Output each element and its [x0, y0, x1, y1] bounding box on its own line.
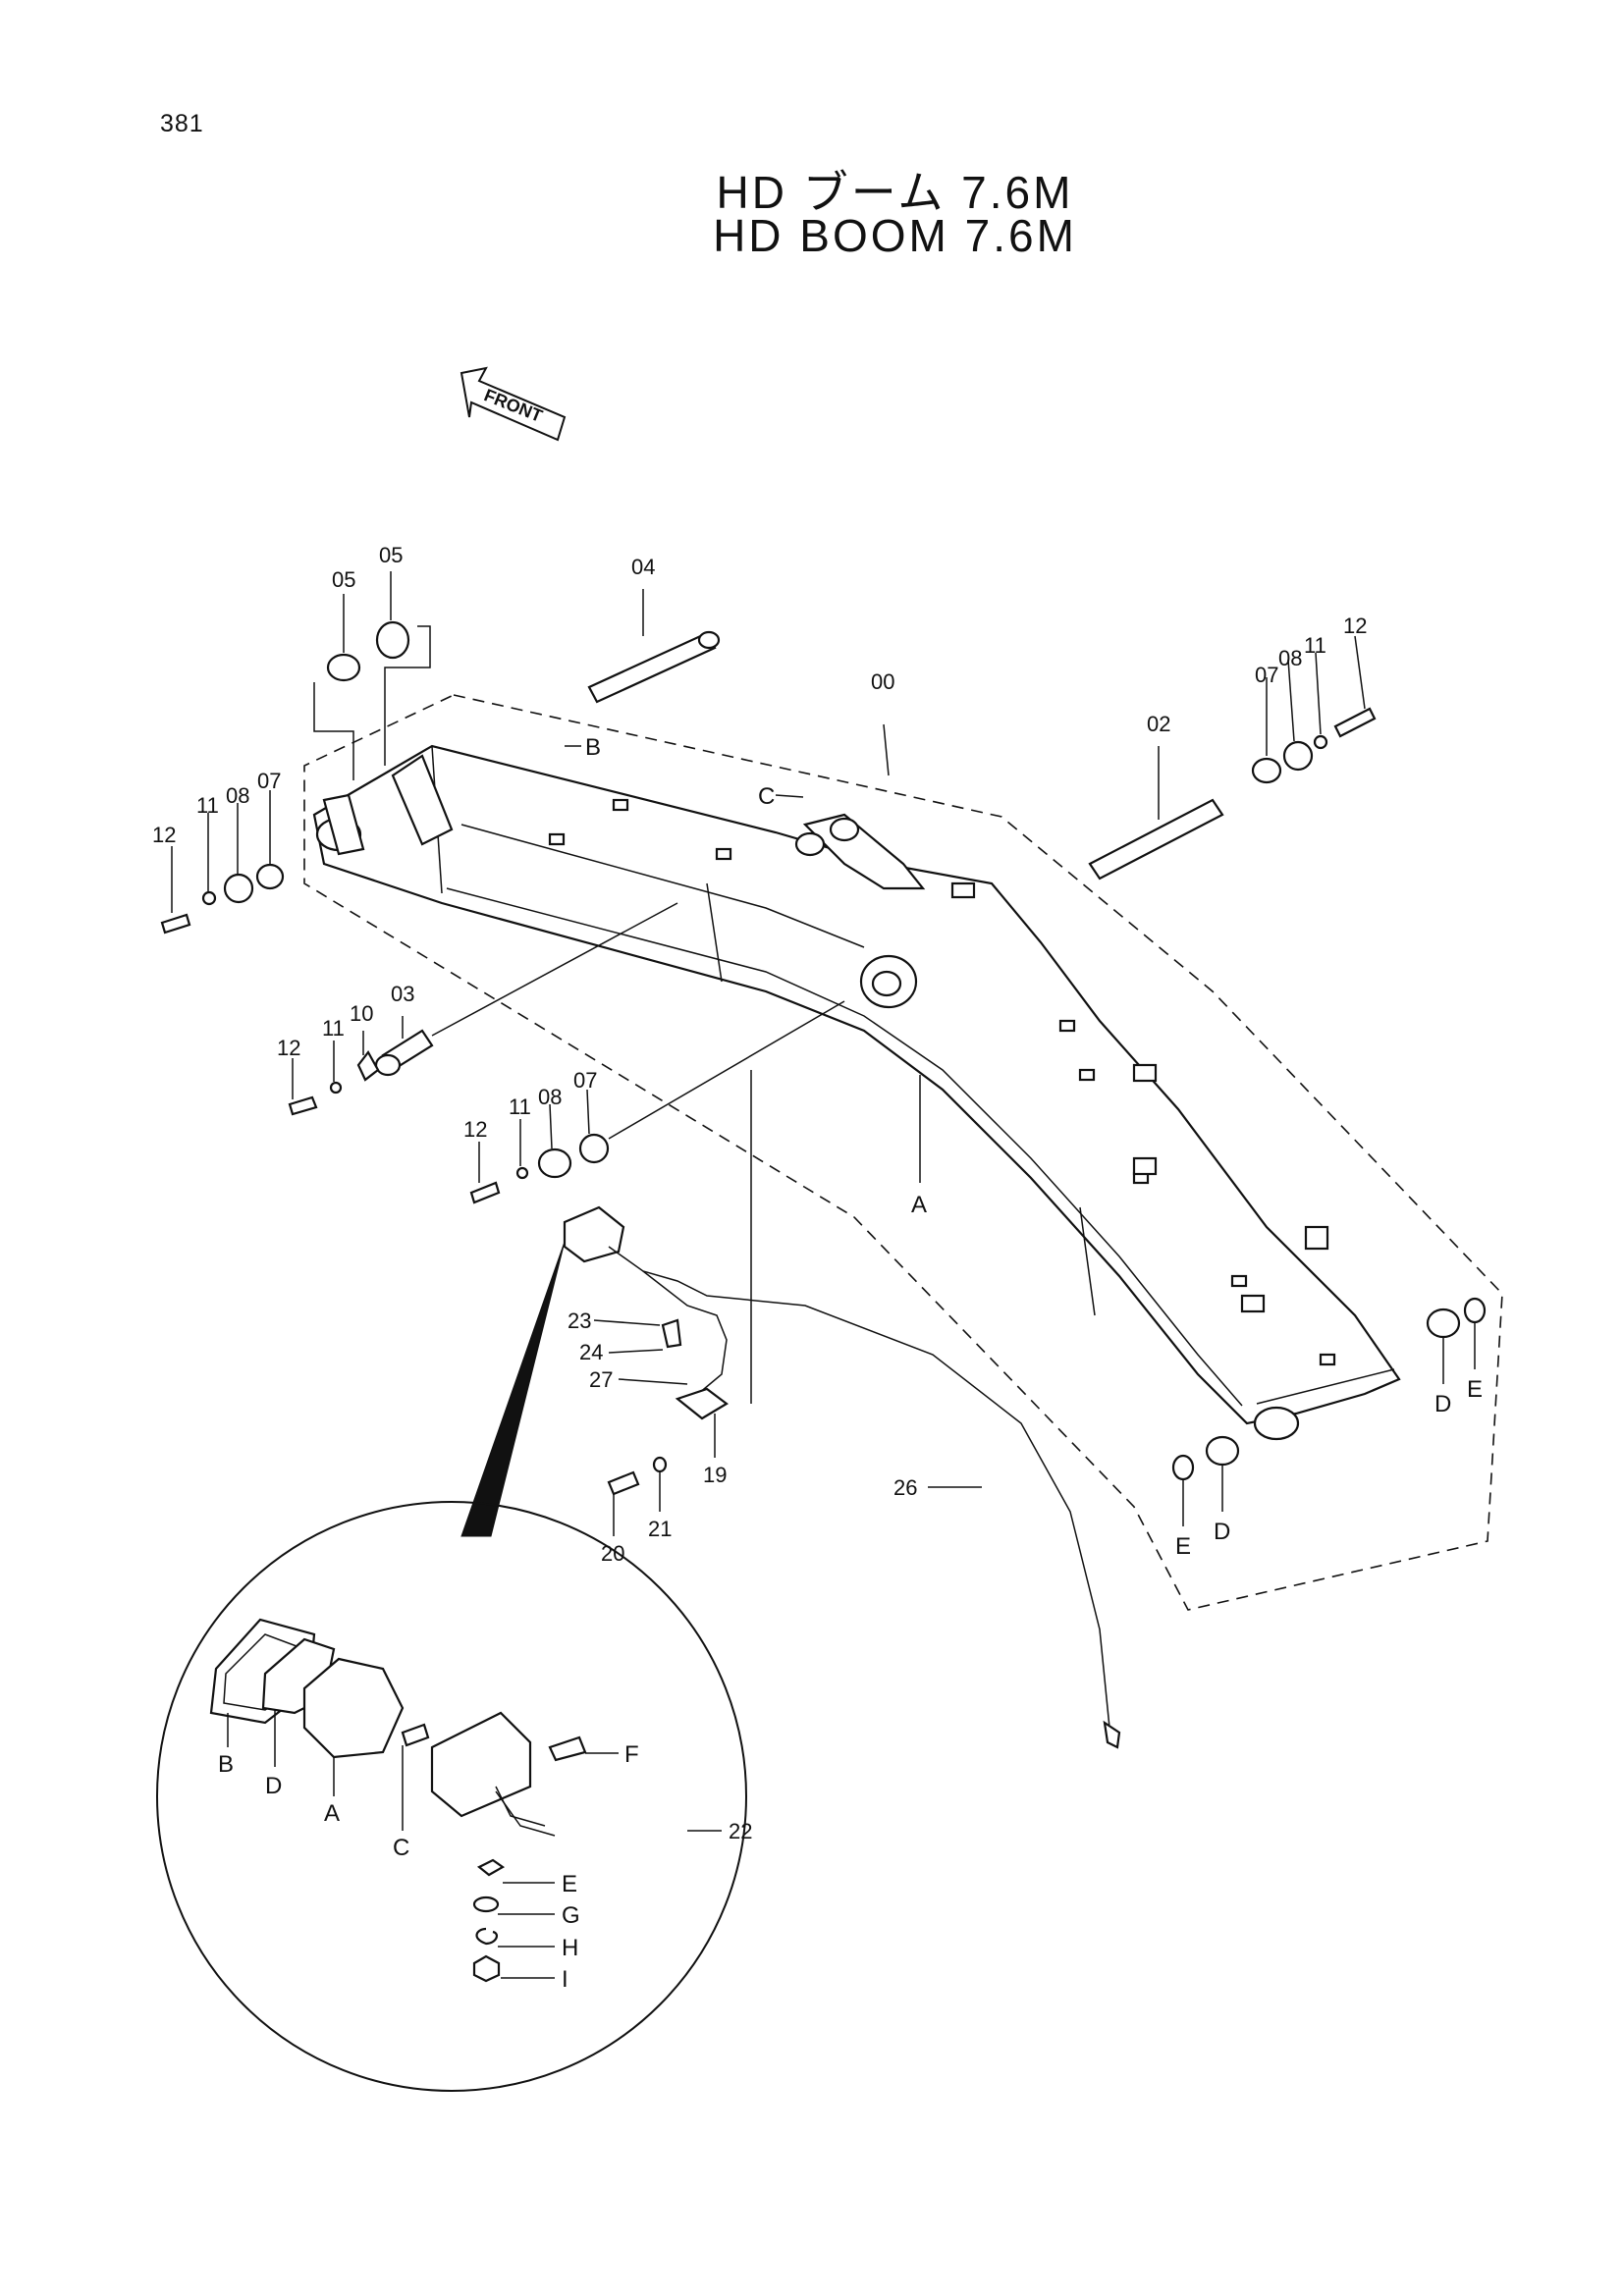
boom-letters: B C A D E D E [565, 734, 1483, 1560]
boom-letter-e2: E [1175, 1533, 1191, 1560]
callout-20: 20 [601, 1541, 624, 1566]
page-number: 381 [160, 110, 204, 137]
boom-letter-d1: D [1434, 1391, 1451, 1417]
pin-04 [587, 630, 721, 704]
callout-11c: 11 [509, 1095, 531, 1119]
washer-05b [375, 620, 410, 660]
detail-letter-b: B [218, 1751, 234, 1778]
callout-08b: 08 [226, 783, 249, 808]
callout-08a: 08 [1278, 646, 1302, 670]
callout-03: 03 [391, 982, 414, 1006]
boom-letter-d2: D [1214, 1519, 1230, 1545]
lamp-exploded-view [209, 1618, 587, 1983]
boom-letter-e1: E [1467, 1376, 1483, 1403]
callout-02: 02 [1147, 712, 1170, 736]
callout-05a: 05 [332, 567, 355, 592]
callout-05b: 05 [379, 543, 403, 567]
callout-10: 10 [350, 1001, 373, 1026]
title-japanese: HD ブーム 7.6M [716, 167, 1074, 218]
detail-letter-h: H [562, 1935, 578, 1961]
boom-letter-a: A [911, 1192, 927, 1218]
detail-letters: B D A C F E G H I [218, 1710, 639, 1993]
callout-19: 19 [703, 1463, 727, 1487]
front-arrow-icon: FRONT [460, 366, 567, 442]
detail-letter-c: C [393, 1835, 409, 1861]
callout-12b: 12 [152, 823, 176, 847]
callout-21: 21 [648, 1517, 672, 1541]
callout-26: 26 [893, 1475, 917, 1500]
callout-07c: 07 [573, 1068, 597, 1093]
callout-12c: 12 [463, 1117, 487, 1142]
callout-23: 23 [568, 1308, 591, 1333]
callout-07b: 07 [257, 769, 281, 793]
callouts: 00 02 03 04 05 05 07 08 11 12 12 11 08 0… [152, 543, 1367, 1843]
detail-circle-22 [156, 1501, 747, 2092]
callout-04: 04 [631, 555, 655, 579]
callout-22: 22 [729, 1819, 752, 1843]
callout-24: 24 [579, 1340, 603, 1364]
detail-letter-e: E [562, 1871, 577, 1897]
callout-12d: 12 [277, 1036, 300, 1060]
boom-letter-c: C [758, 783, 775, 810]
callout-11a: 11 [1304, 633, 1326, 658]
boom-letter-b: B [585, 734, 601, 761]
callout-11d: 11 [322, 1016, 345, 1041]
boom-body [312, 744, 1401, 1441]
callout-12a: 12 [1343, 614, 1367, 638]
title-english: HD BOOM 7.6M [713, 210, 1077, 261]
detail-letter-f: F [624, 1741, 639, 1768]
detail-letter-d: D [265, 1773, 282, 1799]
callout-07a: 07 [1255, 663, 1278, 687]
detail-letter-a: A [324, 1800, 340, 1827]
callout-00: 00 [871, 669, 894, 694]
pin-02 [1088, 798, 1224, 881]
assembly-boundary [303, 694, 1503, 1611]
callout-11b: 11 [196, 793, 219, 818]
callout-08c: 08 [538, 1085, 562, 1109]
detail-letter-g: G [562, 1902, 580, 1929]
callout-27: 27 [589, 1367, 613, 1392]
washer-05a [326, 653, 361, 682]
detail-letter-i: I [562, 1966, 568, 1993]
